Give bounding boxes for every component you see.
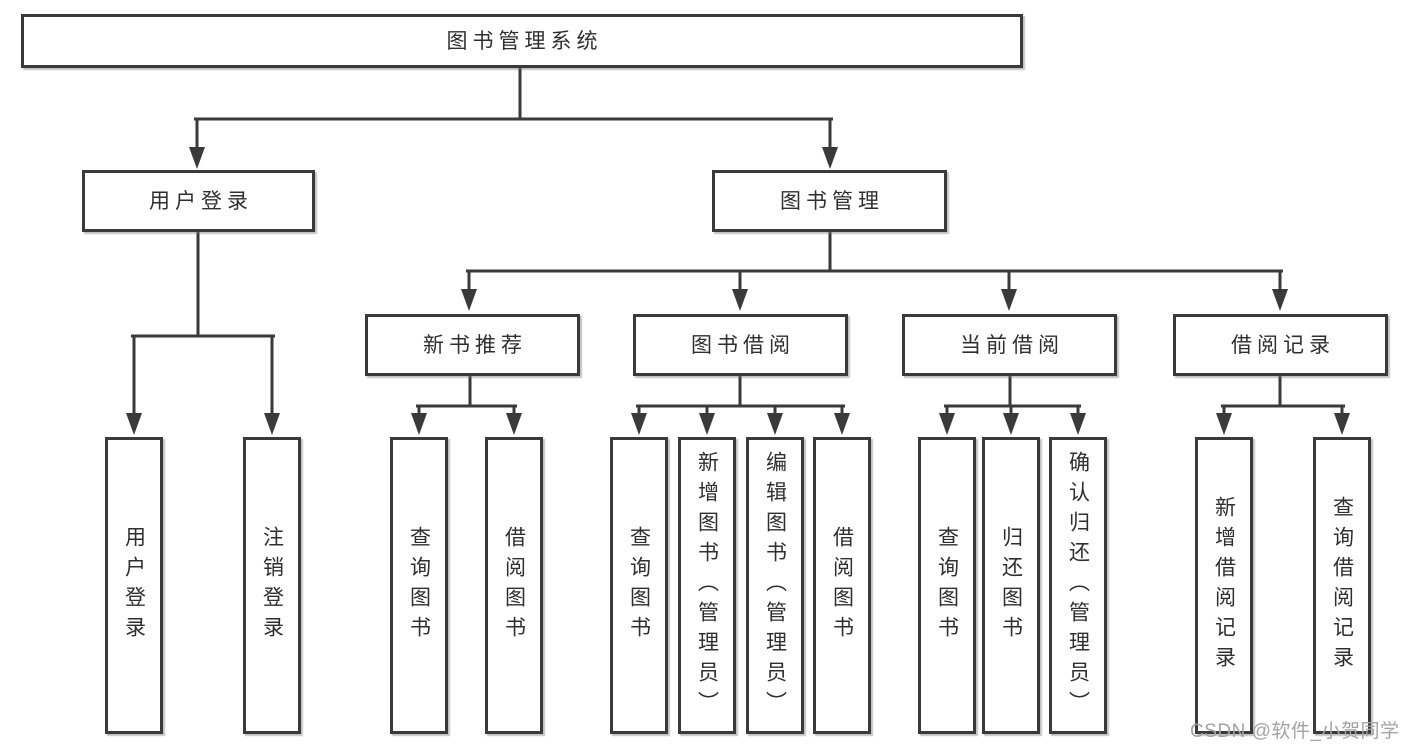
connector-current-borrow-branch (939, 372, 1086, 435)
leaf-logout: 注销登录 (243, 437, 301, 734)
arrowhead (939, 413, 955, 435)
arrowhead (126, 413, 142, 435)
arrowhead (189, 147, 205, 169)
leaf-user-login: 用户登录 (105, 437, 163, 734)
arrowhead (834, 413, 850, 435)
arrowhead (1216, 413, 1232, 435)
leaf-confirm-return-admin: 确认归还（管理员） (1049, 437, 1107, 734)
leaf-query-books-borrow: 查询图书 (610, 437, 668, 734)
leaf-add-borrow-record: 新增借阅记录 (1195, 437, 1253, 734)
arrowhead (461, 289, 477, 311)
leaf-query-borrow-record: 查询借阅记录 (1313, 437, 1371, 734)
leaf-query-books-current: 查询图书 (918, 437, 976, 734)
connector-user-login-branch (126, 228, 280, 435)
node-book-management-module: 图书管理 (712, 170, 947, 232)
arrowhead (1334, 413, 1350, 435)
arrowhead (1003, 413, 1019, 435)
node-book-borrow: 图书借阅 (633, 314, 848, 376)
arrowhead (1070, 413, 1086, 435)
leaf-borrow-books-recommend: 借阅图书 (485, 437, 543, 734)
connector-root (189, 64, 838, 169)
leaf-return-books: 归还图书 (982, 437, 1040, 734)
connector-new-book-branch (411, 372, 522, 435)
leaf-edit-books-admin: 编辑图书（管理员） (746, 437, 804, 734)
leaf-query-books-recommend: 查询图书 (390, 437, 448, 734)
arrowhead (1272, 289, 1288, 311)
connector-borrow-record-branch (1216, 372, 1350, 435)
arrowhead (631, 413, 647, 435)
arrowhead (506, 413, 522, 435)
leaf-borrow-books: 借阅图书 (813, 437, 871, 734)
csdn-watermark: CSDN @软件_小贺同学 (1190, 721, 1400, 742)
arrowhead (699, 413, 715, 435)
arrowhead (822, 147, 838, 169)
leaf-add-books-admin: 新增图书（管理员） (678, 437, 736, 734)
node-current-borrow: 当前借阅 (902, 314, 1117, 376)
node-user-login-module: 用户登录 (82, 170, 315, 232)
arrowhead (767, 413, 783, 435)
arrowhead (411, 413, 427, 435)
node-root-system: 图书管理系统 (21, 14, 1023, 68)
connector-book-management-branch (461, 228, 1288, 311)
node-new-book-recommend: 新书推荐 (365, 314, 580, 376)
arrowhead (264, 413, 280, 435)
connector-book-borrow-branch (631, 372, 850, 435)
arrowhead (1001, 289, 1017, 311)
arrowhead (732, 289, 748, 311)
node-borrow-records: 借阅记录 (1173, 314, 1388, 376)
